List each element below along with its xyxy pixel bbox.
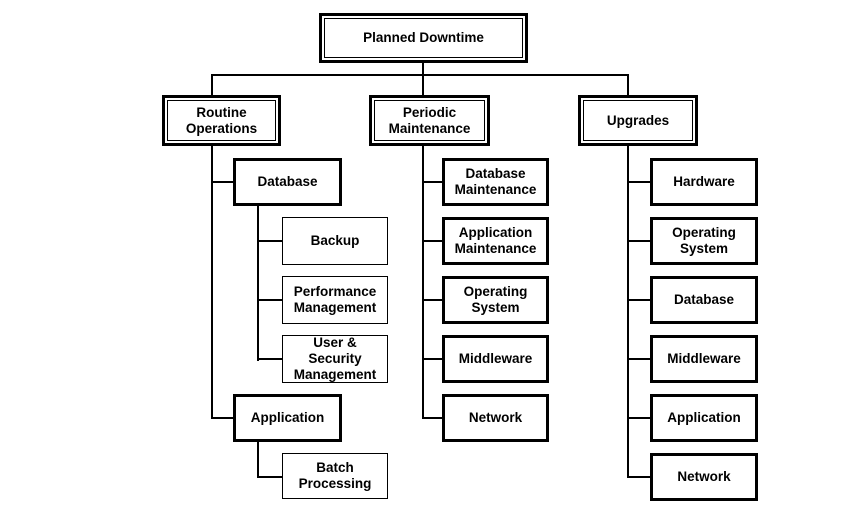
node-inner-border: Planned Downtime — [324, 18, 523, 58]
node-periodic-maintenance: Periodic Maintenance — [369, 95, 490, 146]
node-pm-database-maintenance: Database Maintenance — [442, 158, 549, 206]
node-label: Backup — [310, 233, 360, 248]
node-pm-application-maintenance: Application Maintenance — [442, 217, 549, 265]
connector-stub-user-security-management — [257, 358, 282, 360]
node-pm-operating-system: Operating System — [442, 276, 549, 324]
node-label: User & Security Management — [293, 335, 377, 382]
node-ro-database: Database — [233, 158, 342, 206]
node-label: Database — [257, 174, 318, 189]
node-upgrades: Upgrades — [578, 95, 698, 146]
node-label: Routine Operations — [185, 104, 258, 136]
connector-drop-upgrades — [627, 74, 629, 95]
connector-stub-up-middleware — [627, 358, 650, 360]
node-pm-middleware: Middleware — [442, 335, 549, 383]
connector-stub-database — [211, 181, 233, 183]
node-ro-application: Application — [233, 394, 342, 442]
node-ro-backup: Backup — [282, 217, 388, 265]
node-label: Upgrades — [606, 112, 670, 128]
connector-stub-up-operating-system — [627, 240, 650, 242]
node-label: Batch Processing — [298, 460, 372, 491]
connector-trunk-database — [257, 205, 259, 361]
node-label: Database Maintenance — [454, 166, 537, 197]
connector-trunk-routine-operations — [211, 146, 213, 419]
node-label: Network — [468, 410, 523, 425]
connector-stub-up-database — [627, 299, 650, 301]
node-up-middleware: Middleware — [650, 335, 758, 383]
connector-stub-up-network — [627, 476, 650, 478]
node-label: Operating System — [463, 284, 528, 315]
connector-stub-pm-middleware — [422, 358, 442, 360]
node-routine-operations: Routine Operations — [162, 95, 281, 146]
node-label: Database — [673, 292, 735, 307]
node-up-database: Database — [650, 276, 758, 324]
node-label: Middleware — [667, 351, 741, 366]
node-ro-user-security-management: User & Security Management — [282, 335, 388, 383]
node-inner-border: Routine Operations — [167, 100, 276, 141]
connector-stub-application — [211, 417, 233, 419]
node-label: Application — [667, 410, 741, 425]
connector-trunk-upgrades — [627, 146, 629, 478]
node-up-hardware: Hardware — [650, 158, 758, 206]
connector-trunk-application — [257, 441, 259, 478]
connector-root-vertical — [422, 62, 424, 95]
connector-stub-batch-processing — [257, 476, 282, 478]
node-up-network: Network — [650, 453, 758, 501]
node-inner-border: Periodic Maintenance — [374, 100, 485, 141]
node-pm-network: Network — [442, 394, 549, 442]
connector-stub-database-maintenance — [422, 181, 442, 183]
node-label: Operating System — [672, 225, 736, 256]
node-label: Performance Management — [293, 284, 377, 315]
node-label: Network — [677, 469, 731, 484]
connector-stub-performance-management — [257, 299, 282, 301]
node-inner-border: Upgrades — [583, 100, 693, 141]
node-up-operating-system: Operating System — [650, 217, 758, 265]
node-ro-performance-management: Performance Management — [282, 276, 388, 324]
node-label: Application Maintenance — [454, 225, 537, 256]
node-label: Hardware — [673, 174, 735, 189]
connector-drop-routine-operations — [211, 74, 213, 95]
connector-stub-pm-network — [422, 417, 442, 419]
node-label: Periodic Maintenance — [388, 104, 471, 136]
connector-stub-backup — [257, 240, 282, 242]
connector-stub-application-maintenance — [422, 240, 442, 242]
node-up-application: Application — [650, 394, 758, 442]
node-label: Application — [250, 410, 325, 425]
node-label: Planned Downtime — [363, 30, 484, 45]
connector-trunk-periodic-maintenance — [422, 146, 424, 419]
connector-stub-up-application — [627, 417, 650, 419]
node-label: Middleware — [458, 351, 533, 366]
connector-stub-pm-operating-system — [422, 299, 442, 301]
node-planned-downtime: Planned Downtime — [319, 13, 528, 63]
connector-top-horizontal — [211, 74, 629, 76]
connector-stub-hardware — [627, 181, 650, 183]
node-ro-batch-processing: Batch Processing — [282, 453, 388, 499]
